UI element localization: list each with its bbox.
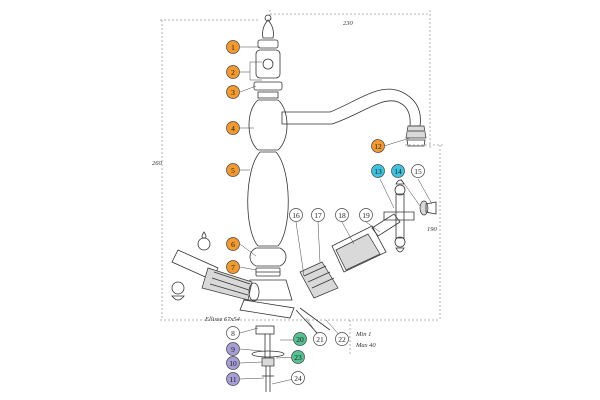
callout-14: 14 bbox=[391, 164, 405, 178]
callout-19: 19 bbox=[359, 208, 373, 222]
callout-number: 17 bbox=[314, 211, 322, 220]
callout-number: 8 bbox=[231, 329, 235, 338]
dimension-lines bbox=[160, 10, 445, 355]
callout-22: 22 bbox=[335, 332, 349, 346]
callout-circle bbox=[289, 208, 303, 222]
callout-6: 6 bbox=[226, 237, 240, 251]
callout-3: 3 bbox=[226, 85, 240, 99]
callout-number: 10 bbox=[229, 359, 237, 368]
callout-5: 5 bbox=[226, 163, 240, 177]
callout-circle bbox=[226, 163, 240, 177]
base-fixing-assembly bbox=[239, 299, 331, 392]
callout-circle bbox=[226, 342, 240, 356]
callout-number: 9 bbox=[231, 345, 235, 354]
callout-15: 15 bbox=[411, 164, 425, 178]
callout-number: 21 bbox=[316, 335, 324, 344]
dim-handle-reach-label: 190 bbox=[427, 226, 438, 233]
callout-number: 22 bbox=[338, 335, 346, 344]
callout-circle bbox=[291, 350, 305, 364]
callout-number: 14 bbox=[394, 167, 402, 176]
callout-circle bbox=[226, 356, 240, 370]
callout-circle bbox=[226, 372, 240, 386]
callout-circle bbox=[291, 371, 305, 385]
faucet-body bbox=[243, 14, 427, 301]
callout-circle bbox=[226, 40, 240, 54]
callout-circle bbox=[226, 260, 240, 274]
callout-circle bbox=[411, 164, 425, 178]
callout-circle bbox=[226, 121, 240, 135]
callout-number: 15 bbox=[414, 167, 422, 176]
callout-circle bbox=[335, 208, 349, 222]
callout-number: 7 bbox=[231, 263, 235, 272]
callout-number: 16 bbox=[292, 211, 300, 220]
callout-number: 12 bbox=[374, 142, 382, 151]
callout-11: 11 bbox=[226, 372, 240, 386]
callout-21: 21 bbox=[313, 332, 327, 346]
callout-circle bbox=[371, 139, 385, 153]
callout-circle bbox=[391, 164, 405, 178]
callout-number: 13 bbox=[374, 167, 382, 176]
callout-number: 4 bbox=[231, 124, 235, 133]
dim-min-label: Min 1 bbox=[355, 331, 371, 338]
dim-width-label: 230 bbox=[343, 20, 354, 27]
callout-circle bbox=[371, 164, 385, 178]
dim-ellipse-label: Ellisse 67x54 bbox=[204, 316, 241, 323]
callout-circle bbox=[293, 332, 307, 346]
callout-1: 1 bbox=[226, 40, 240, 54]
callout-number: 19 bbox=[362, 211, 370, 220]
callout-number: 2 bbox=[231, 68, 235, 77]
callout-2: 2 bbox=[226, 65, 240, 79]
dim-height-label: 260 bbox=[152, 160, 163, 167]
left-handle-assembly bbox=[171, 231, 260, 302]
callout-number: 23 bbox=[294, 353, 302, 362]
callout-9: 9 bbox=[226, 342, 240, 356]
callout-circle bbox=[313, 332, 327, 346]
callout-16: 16 bbox=[289, 208, 303, 222]
callout-8: 8 bbox=[226, 326, 240, 340]
callout-23: 23 bbox=[291, 350, 305, 364]
callout-number: 6 bbox=[231, 240, 235, 249]
callout-circle bbox=[359, 208, 373, 222]
callout-circle bbox=[226, 237, 240, 251]
callout-circle bbox=[226, 85, 240, 99]
callout-20: 20 bbox=[293, 332, 307, 346]
callout-24: 24 bbox=[291, 371, 305, 385]
callout-number: 18 bbox=[338, 211, 346, 220]
right-handle-assembly bbox=[299, 179, 437, 299]
leader-lines bbox=[239, 46, 433, 385]
callout-number: 5 bbox=[231, 166, 235, 175]
callout-13: 13 bbox=[371, 164, 385, 178]
callout-12: 12 bbox=[371, 139, 385, 153]
callout-circle bbox=[226, 326, 240, 340]
callout-7: 7 bbox=[226, 260, 240, 274]
callout-17: 17 bbox=[311, 208, 325, 222]
callout-number: 24 bbox=[294, 374, 302, 383]
dim-max-label: Max 40 bbox=[355, 342, 376, 349]
callout-circle bbox=[335, 332, 349, 346]
callout-circle bbox=[226, 65, 240, 79]
callout-number: 1 bbox=[231, 43, 235, 52]
callout-10: 10 bbox=[226, 356, 240, 370]
callout-number: 3 bbox=[231, 88, 235, 97]
callout-circle bbox=[311, 208, 325, 222]
callout-18: 18 bbox=[335, 208, 349, 222]
callout-number: 11 bbox=[229, 375, 236, 384]
callout-4: 4 bbox=[226, 121, 240, 135]
callout-number: 20 bbox=[296, 335, 304, 344]
